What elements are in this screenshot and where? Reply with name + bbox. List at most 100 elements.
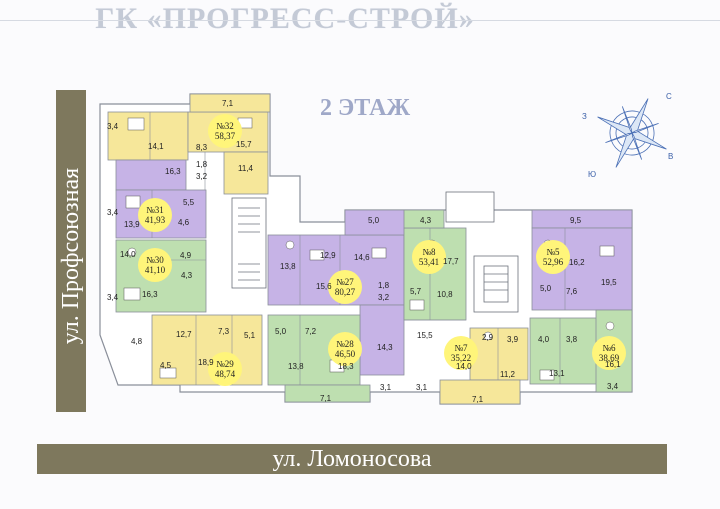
- apartment-area: 46,50: [334, 349, 356, 359]
- floor-label: 2 ЭТАЖ: [320, 95, 411, 121]
- room-area: 3,4: [107, 208, 119, 217]
- room-area: 13,1: [549, 369, 565, 378]
- room-area: 9,5: [570, 216, 582, 225]
- apartment-number: №7: [454, 343, 468, 353]
- room-area: 4,9: [180, 251, 192, 260]
- compass-icon: [597, 98, 667, 168]
- compass-south: Ю: [588, 170, 597, 179]
- room-area: 15,5: [417, 331, 433, 340]
- stairwell-left: [231, 197, 267, 289]
- apartment-number: №29: [216, 359, 234, 369]
- apartment-area: 35,22: [450, 353, 472, 363]
- street-vertical: [56, 90, 86, 412]
- room-area: 14,3: [377, 343, 393, 352]
- apartment-area: 80,27: [334, 287, 356, 297]
- room-area: 5,0: [368, 216, 380, 225]
- room-area: 3,4: [107, 122, 119, 131]
- room-area: 7,2: [305, 327, 317, 336]
- room-area: 1,8: [196, 160, 208, 169]
- room-area: 14,6: [354, 253, 370, 262]
- apt-27-room-c: [359, 304, 405, 376]
- apartment-number: №6: [602, 343, 616, 353]
- room-area: 4,3: [420, 216, 432, 225]
- apartment-number: №32: [216, 121, 234, 131]
- apartment-number: №28: [336, 339, 354, 349]
- room-area: 18,3: [338, 362, 354, 371]
- room-area: 11,2: [500, 370, 515, 379]
- room-area: 18,9: [198, 358, 214, 367]
- apt-8-balcony: [403, 209, 445, 229]
- room-area: 3,1: [380, 383, 392, 392]
- street-horizontal: [37, 444, 667, 474]
- room-area: 7,1: [472, 395, 484, 404]
- apartment-area: 48,74: [214, 369, 236, 379]
- apartment-area: 41,93: [144, 215, 166, 225]
- room-area: 12,7: [176, 330, 192, 339]
- apartment-area: 52,96: [542, 257, 564, 267]
- room-area: 14,0: [456, 362, 472, 371]
- room-area: 5,0: [275, 327, 287, 336]
- room-area: 4,0: [538, 335, 550, 344]
- room-area: 14,1: [148, 142, 164, 151]
- room-area: 13,8: [288, 362, 304, 371]
- room-area: 8,3: [196, 143, 208, 152]
- room-area: 7,6: [566, 287, 578, 296]
- apt-28-balcony: [284, 384, 371, 403]
- apt-32-balcony: [189, 93, 271, 113]
- room-area: 16,3: [142, 290, 158, 299]
- room-area: 7,1: [320, 394, 332, 403]
- apt-32-room-c: [223, 151, 269, 195]
- apt-32-room-a: [107, 111, 189, 161]
- compass-west: З: [582, 112, 587, 121]
- room-area: 3,8: [566, 335, 578, 344]
- room-area: 5,1: [244, 331, 256, 340]
- room-area: 4,8: [131, 337, 143, 346]
- apt-5-balcony: [531, 209, 633, 229]
- room-area: 5,5: [183, 198, 195, 207]
- room-area: 7,1: [222, 99, 234, 108]
- apartment-area: 41,10: [144, 265, 166, 275]
- room-area: 16,2: [569, 258, 585, 267]
- room-area: 13,8: [280, 262, 296, 271]
- room-area: 4,6: [178, 218, 190, 227]
- room-area: 3,4: [107, 293, 119, 302]
- room-area: 11,4: [238, 164, 253, 173]
- apartment-number: №5: [546, 247, 560, 257]
- room-area: 14,0: [120, 250, 136, 259]
- room-area: 10,8: [437, 290, 453, 299]
- apartment-number: №8: [422, 247, 436, 257]
- furniture: [123, 117, 615, 381]
- room-area: 5,7: [410, 287, 422, 296]
- shaft: [445, 191, 495, 223]
- room-area: 4,5: [160, 361, 172, 370]
- room-area: 2,9: [482, 333, 494, 342]
- room-area: 12,9: [320, 251, 336, 260]
- room-area: 3,9: [507, 335, 519, 344]
- page-title: ГК «ПРОГРЕСС-СТРОЙ»: [95, 2, 475, 35]
- header-divider: [0, 20, 720, 21]
- room-area: 1,8: [378, 281, 390, 290]
- apartment-area: 58,37: [214, 131, 236, 141]
- room-area: 17,7: [443, 257, 459, 266]
- room-area: 3,2: [378, 293, 390, 302]
- room-area: 15,7: [236, 140, 252, 149]
- street-name-profsoyuznaya: ул. Профсоюзная: [58, 167, 84, 345]
- apt-7-rooms: [469, 327, 529, 381]
- apartment-area: 38,69: [598, 353, 620, 363]
- stairwells: [231, 191, 519, 313]
- room-area: 16,3: [165, 167, 181, 176]
- room-area: 3,1: [416, 383, 428, 392]
- room-area: 7,3: [218, 327, 230, 336]
- room-area: 16,1: [605, 360, 621, 369]
- apartment-area: 53,41: [418, 257, 440, 267]
